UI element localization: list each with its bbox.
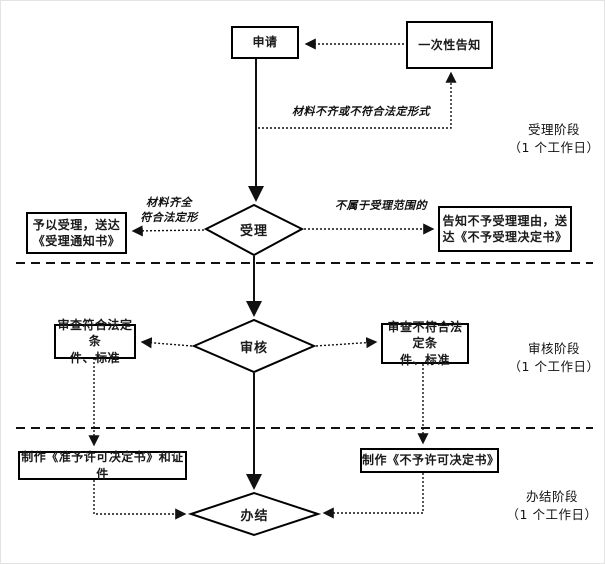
edge-label-materials-incomplete: 材料不齐或不符合法定形式: [292, 105, 430, 118]
finish-diamond: [187, 491, 322, 537]
review-fail-box: 审查不符合法定条 件、标准: [381, 320, 469, 367]
make-denial-label: 制作《不予许可决定书》: [362, 453, 500, 468]
stage-accept-name: 受理阶段: [527, 122, 580, 137]
stage-label-accept: 受理阶段 （1 个工作日）: [499, 121, 604, 157]
edge-label-materials-complete: 材料齐全 符合法定形: [131, 195, 207, 226]
review-diamond: [191, 318, 317, 374]
arrow-permit-to-finish: [93, 480, 187, 520]
stage-label-review: 审核阶段 （1 个工作日）: [499, 340, 604, 376]
arrow-review-to-fail: [315, 337, 378, 349]
make-denial-box: 制作《不予许可决定书》: [360, 448, 499, 473]
one-time-notice-box: 一次性告知: [406, 21, 493, 69]
arrow-accept-to-grant: [131, 225, 205, 237]
stage-review-duration: （1 个工作日）: [508, 359, 600, 375]
accept-reject-box: 告知不予受理理由，送 达《不予受理决定书》: [438, 206, 572, 252]
review-pass-box: 审查符合法定条 件、标准: [54, 318, 136, 365]
stage-accept-duration: （1 个工作日）: [508, 140, 600, 156]
stage-finish-name: 办结阶段: [525, 489, 578, 504]
stage-finish-duration: （1 个工作日）: [506, 507, 598, 523]
accept-grant-line1: 予以受理，送达: [32, 217, 121, 232]
accept-reject-line2: 达《不予受理决定书》: [442, 230, 568, 244]
apply-label: 申请: [252, 35, 278, 50]
arrow-incomplete-to-notice: [258, 71, 457, 129]
accept-reject-line1: 告知不予受理理由，送: [442, 213, 568, 228]
edge-label-out-of-scope: 不属于受理范围的: [335, 199, 427, 212]
arrow-review-to-pass: [140, 337, 193, 349]
stage-label-finish: 办结阶段 （1 个工作日）: [497, 488, 604, 524]
materials-complete-line1: 材料齐全: [146, 196, 192, 209]
review-fail-line2: 件、标准: [399, 352, 450, 367]
review-fail-line1: 审查不符合法定条: [387, 320, 463, 351]
arrow-denial-to-finish: [322, 473, 424, 519]
materials-complete-line2: 符合法定形: [140, 211, 198, 225]
accept-grant-line2: 《受理通知书》: [32, 234, 121, 248]
make-permit-box: 制作《准予许可决定书》和证件: [18, 450, 187, 481]
review-pass-line2: 件、标准: [69, 350, 120, 365]
review-pass-line1: 审查符合法定条: [57, 318, 133, 349]
accept-grant-box: 予以受理，送达 《受理通知书》: [26, 212, 127, 254]
make-permit-label: 制作《准予许可决定书》和证件: [21, 450, 184, 481]
stage-review-name: 审核阶段: [527, 341, 580, 356]
accept-diamond: [203, 203, 305, 257]
apply-box: 申请: [231, 26, 299, 59]
one-time-notice-label: 一次性告知: [418, 37, 481, 52]
